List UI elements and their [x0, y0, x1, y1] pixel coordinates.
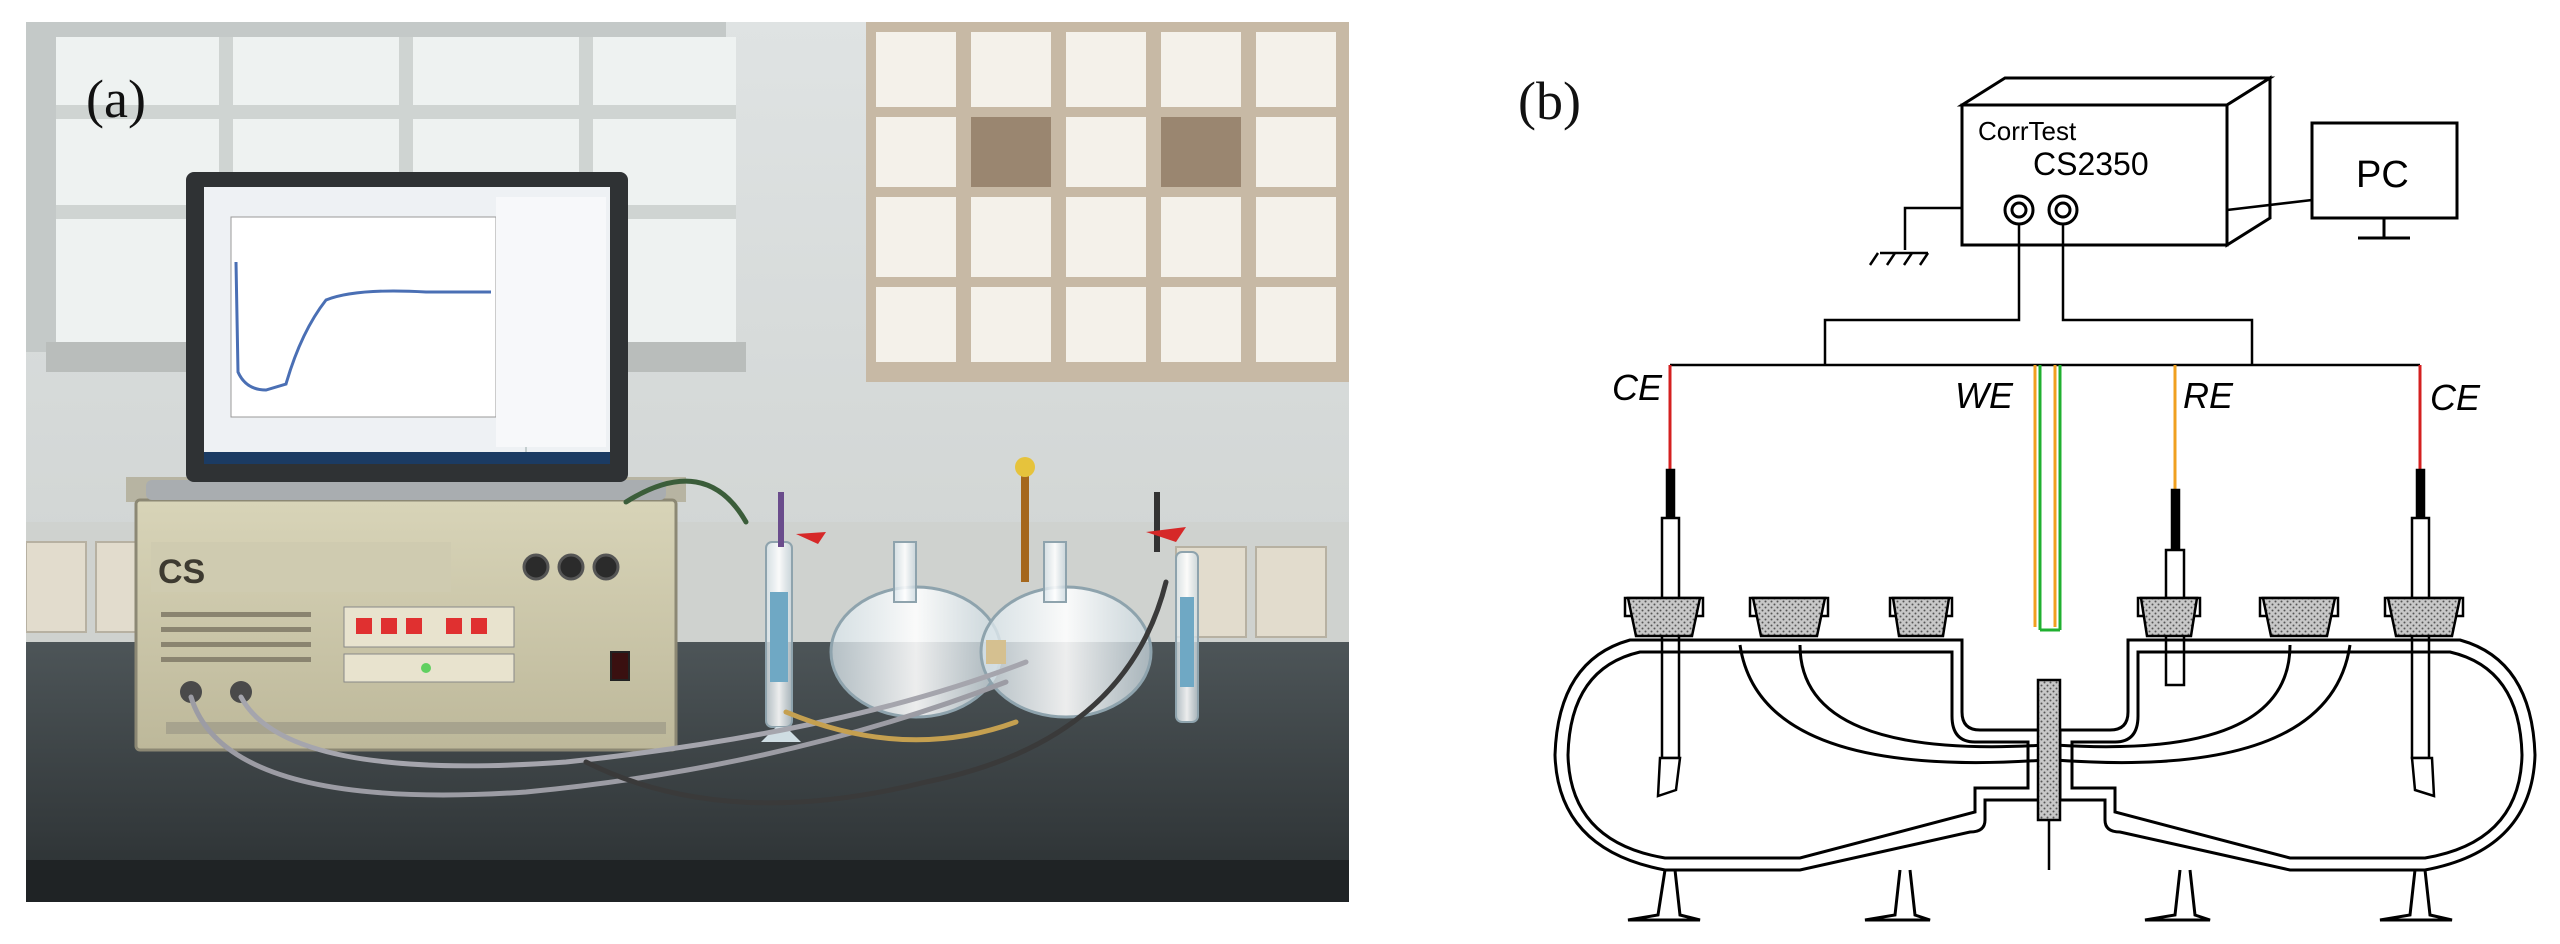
counter-electrode-left — [1656, 468, 1682, 798]
laptop-photo — [146, 172, 666, 500]
window-right — [866, 22, 1349, 382]
pc-monitor-icon — [2310, 121, 2459, 240]
cell-feet — [1627, 869, 2453, 922]
label-re: RE — [2183, 375, 2234, 416]
instrument-brand: CorrTest — [1978, 116, 2077, 146]
potentiostat-photo: CS — [126, 477, 686, 752]
panel-label-b: (b) — [1518, 71, 1581, 131]
label-we: WE — [1955, 375, 2014, 416]
cell-ports — [1623, 596, 2465, 638]
pc-label: PC — [2356, 154, 2409, 196]
counter-electrode-right — [2410, 468, 2436, 798]
ground-icon — [1868, 206, 1962, 266]
pc-cable — [2226, 198, 2313, 212]
electrochemical-cell — [1553, 638, 2537, 872]
cables-photo — [188, 478, 1169, 806]
label-ce-left: CE — [1612, 367, 1663, 408]
panel-label-a: (a) — [86, 69, 146, 129]
potentiostat-badge: CS — [158, 553, 205, 591]
electrode-leads — [1668, 365, 2422, 632]
wiring-harness — [1668, 224, 2422, 470]
label-ce-right: CE — [2430, 377, 2481, 418]
instrument-model: CS2350 — [2033, 146, 2149, 182]
schematic-diagram: CorrTest CS2350 PC — [1553, 75, 2537, 922]
photo-panel: CS — [26, 22, 1349, 902]
reference-electrode — [2164, 488, 2186, 687]
potentiostat-schematic — [1956, 75, 2276, 248]
working-electrode — [2036, 678, 2062, 870]
